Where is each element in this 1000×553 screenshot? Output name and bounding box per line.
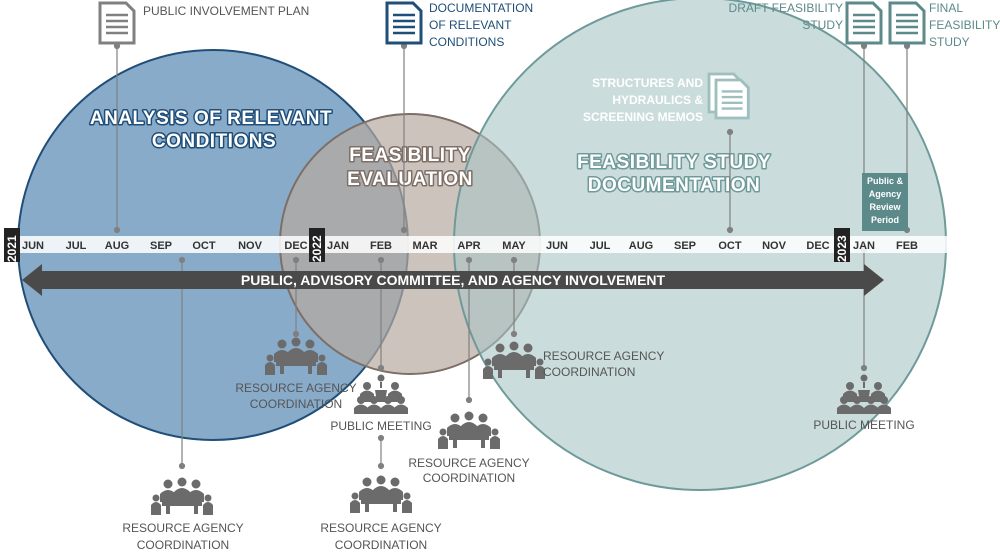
memos-document-icon (707, 72, 750, 120)
memos-label-2: HYDRAULICS & (612, 93, 703, 107)
month-label: DEC (806, 240, 829, 252)
year-marker-2021: 2021 (4, 228, 20, 262)
month-label: SEP (674, 240, 696, 252)
timeline-strip (0, 236, 1000, 253)
month-label: NOV (238, 240, 263, 252)
document-icon (845, 1, 883, 45)
month-label: AUG (629, 240, 653, 252)
documentation-relevant-label-2: OF RELEVANT (429, 18, 512, 32)
svg-text:2022: 2022 (310, 235, 324, 262)
month-label: JAN (327, 240, 349, 252)
month-label: OCT (718, 240, 742, 252)
memos-label-3: SCREENING MEMOS (583, 110, 703, 124)
event-label: PUBLIC MEETING (330, 419, 431, 433)
month-label: JUL (66, 240, 87, 252)
month-label: JUL (590, 240, 611, 252)
documentation-relevant-label-1: DOCUMENTATION (429, 1, 533, 15)
final-feasibility-label-3: STUDY (929, 35, 970, 49)
involvement-band-label: PUBLIC, ADVISORY COMMITTEE, AND AGENCY I… (241, 272, 666, 288)
analysis-title-line2: CONDITIONS (152, 131, 276, 152)
svg-text:Public &: Public & (867, 176, 904, 186)
event-label: RESOURCE AGENCY (408, 456, 529, 470)
month-label: FEB (370, 240, 392, 252)
event-label: RESOURCE AGENCY (122, 521, 243, 535)
month-label: MAY (502, 240, 526, 252)
event-label: PUBLIC MEETING (813, 418, 914, 432)
draft-feasibility-label-2: STUDY (802, 18, 843, 32)
documentation-relevant-label-3: CONDITIONS (429, 35, 504, 49)
review-period-box: Public & Agency Review Period (862, 173, 908, 231)
final-feasibility-label-2: FEASIBILITY (929, 18, 1000, 32)
feasibility-title-line2: EVALUATION (347, 169, 473, 190)
event-label: RESOURCE AGENCY (543, 349, 664, 363)
document-icon (385, 1, 423, 45)
meeting-icon (151, 477, 213, 515)
month-label: FEB (896, 240, 918, 252)
final-feasibility-label-1: FINAL (929, 1, 963, 15)
document-icon (98, 1, 136, 45)
month-label: NOV (762, 240, 787, 252)
meeting-icon (350, 475, 412, 513)
connector-lines (113, 42, 911, 470)
meeting-icon (438, 411, 500, 449)
svg-text:2023: 2023 (835, 235, 849, 262)
event-label: COORDINATION (335, 538, 427, 552)
svg-text:2021: 2021 (5, 235, 19, 262)
documentation-title-line1: FEASIBILITY STUDY (577, 152, 771, 173)
feasibility-title-line1: FEASIBILITY (349, 145, 471, 166)
year-marker-2022: 2022 (309, 228, 325, 262)
svg-text:Period: Period (871, 215, 899, 225)
document-icon (888, 1, 926, 45)
event-label: RESOURCE AGENCY (320, 521, 441, 535)
memos-label-1: STRUCTURES AND (592, 76, 703, 90)
event-label: COORDINATION (250, 397, 342, 411)
month-label: SEP (150, 240, 172, 252)
month-label: MAR (412, 240, 437, 252)
month-label: DEC (284, 240, 307, 252)
involvement-band-arrow (22, 264, 884, 296)
month-label: JAN (853, 240, 875, 252)
event-label: COORDINATION (543, 365, 635, 379)
month-label: OCT (192, 240, 216, 252)
year-marker-2023: 2023 (834, 228, 850, 262)
month-label: JUN (546, 240, 568, 252)
documentation-title-line2: DOCUMENTATION (588, 175, 761, 196)
month-label: APR (457, 240, 480, 252)
month-labels: JUN JUL AUG SEP OCT NOV DEC JAN FEB MAR APR MAY JUN J… (22, 240, 918, 252)
analysis-title-line1: ANALYSIS OF RELEVANT (90, 108, 332, 129)
draft-feasibility-label-1: DRAFT FEASIBILITY (729, 1, 843, 15)
event-label: RESOURCE AGENCY (235, 381, 356, 395)
public-meeting-icon (354, 374, 408, 414)
month-label: AUG (105, 240, 129, 252)
public-involvement-plan-label: PUBLIC INVOLVEMENT PLAN (143, 4, 309, 18)
svg-text:Agency: Agency (869, 189, 902, 199)
event-label: COORDINATION (137, 538, 229, 552)
month-label: JUN (22, 240, 44, 252)
svg-text:Review: Review (869, 202, 901, 212)
event-label: COORDINATION (423, 471, 515, 485)
